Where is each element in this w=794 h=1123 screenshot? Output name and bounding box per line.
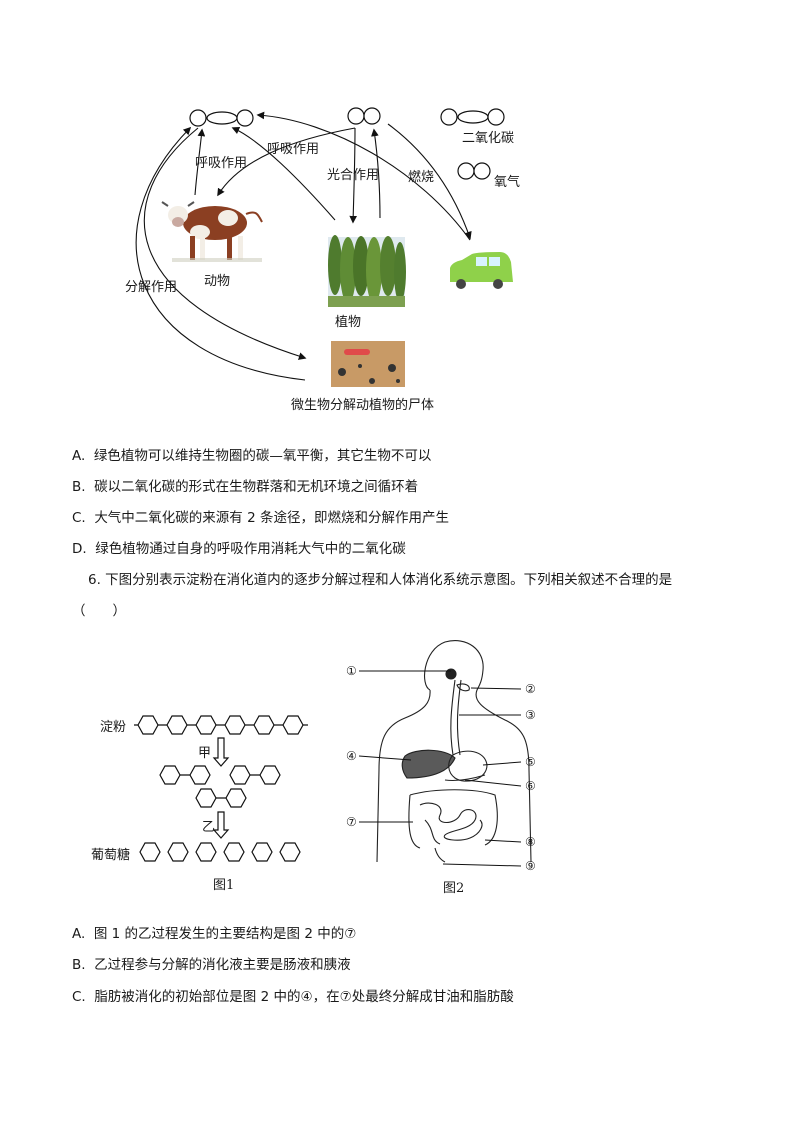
- label-microbe: 微生物分解动植物的尸体: [291, 398, 435, 413]
- q6-stem: 6. 下图分别表示淀粉在消化道内的逐步分解过程和人体消化系统示意图。下列相关叙述…: [88, 572, 673, 588]
- q6-answer-paren: （ ）: [72, 603, 126, 619]
- arrow-o2-to-car: [387, 123, 472, 240]
- fig1-glucose-label: 葡萄糖: [91, 848, 131, 863]
- q5-option-d: D. 绿色植物通过自身的呼吸作用消耗大气中的二氧化碳: [72, 541, 406, 557]
- marker-3: ③: [525, 708, 536, 722]
- arrow-decomposition: [135, 126, 306, 381]
- fig1-starch-diagram: [134, 715, 308, 862]
- arrow-photosynthesis-in: [349, 127, 358, 224]
- o2-molecule-icon: [347, 107, 381, 125]
- q5-option-c: C. 大气中二氧化碳的来源有 2 条途径，即燃烧和分解作用产生: [72, 510, 449, 526]
- microbe-soil-icon: [331, 341, 405, 387]
- marker-9: ⑨: [525, 859, 536, 873]
- marker-7: ⑦: [346, 815, 357, 829]
- starch-chain: [134, 715, 308, 735]
- glucose-units: [139, 842, 301, 862]
- marker-1: ①: [346, 664, 357, 678]
- q6-option-c: C. 脂肪被消化的初始部位是图 2 中的④，在⑦处最终分解成甘油和脂肪酸: [72, 989, 514, 1005]
- car-icon: [450, 252, 513, 289]
- fig1-caption: 图1: [213, 878, 235, 893]
- legend-o2-label: 氧气: [494, 175, 521, 190]
- q5-option-b: B. 碳以二氧化碳的形式在生物群落和无机环境之间循环着: [72, 479, 419, 495]
- stomach-outline: [448, 750, 488, 782]
- arrow-animal-respiration: [194, 128, 206, 196]
- cow-icon: [161, 201, 263, 262]
- co2-molecule-icon: [189, 109, 254, 127]
- marker-4: ④: [346, 749, 357, 763]
- carbon-cycle-diagram: [135, 107, 513, 387]
- label-photosynthesis: 光合作用: [327, 168, 380, 183]
- label-combustion: 燃烧: [408, 170, 435, 185]
- fig1-starch-label: 淀粉: [100, 720, 127, 735]
- large-intestine: [408, 789, 498, 849]
- legend-o2-icon: [457, 162, 491, 180]
- maltose-fragments: [159, 765, 281, 808]
- fig2-caption: 图2: [443, 881, 465, 896]
- marker-2: ②: [525, 682, 536, 696]
- label-animal: 动物: [204, 274, 231, 289]
- q6-option-b: B. 乙过程参与分解的消化液主要是肠液和胰液: [72, 957, 351, 973]
- plant-icon: [328, 235, 406, 307]
- label-decomposition: 分解作用: [125, 280, 178, 295]
- q5-option-a: A. 绿色植物可以维持生物圈的碳—氧平衡，其它生物不可以: [72, 448, 432, 464]
- marker-8: ⑧: [525, 835, 536, 849]
- label-plant: 植物: [335, 315, 362, 330]
- q6-option-a: A. 图 1 的乙过程发生的主要结构是图 2 中的⑦: [72, 926, 357, 942]
- label-respiration-plant: 呼吸作用: [267, 142, 320, 157]
- legend-co2-label: 二氧化碳: [462, 131, 515, 146]
- marker-6: ⑥: [525, 779, 536, 793]
- fig2-digestive-system: [358, 640, 532, 867]
- label-respiration-animal: 呼吸作用: [195, 156, 248, 171]
- arrow-plant-respiration: [231, 126, 336, 221]
- body-outline: [376, 640, 532, 863]
- arrow-photosynthesis-out: [371, 128, 381, 219]
- liver-outline: [401, 749, 456, 779]
- fig1-step-jia: 甲: [198, 746, 212, 761]
- arrow-to-microbes: [143, 127, 307, 360]
- fig1-step-yi: 乙: [202, 820, 216, 835]
- arrow-o2-to-animal: [217, 127, 356, 197]
- legend-co2-icon: [440, 108, 505, 126]
- small-intestine: [419, 802, 483, 845]
- marker-5: ⑤: [525, 755, 536, 769]
- arrow-combustion: [256, 111, 471, 241]
